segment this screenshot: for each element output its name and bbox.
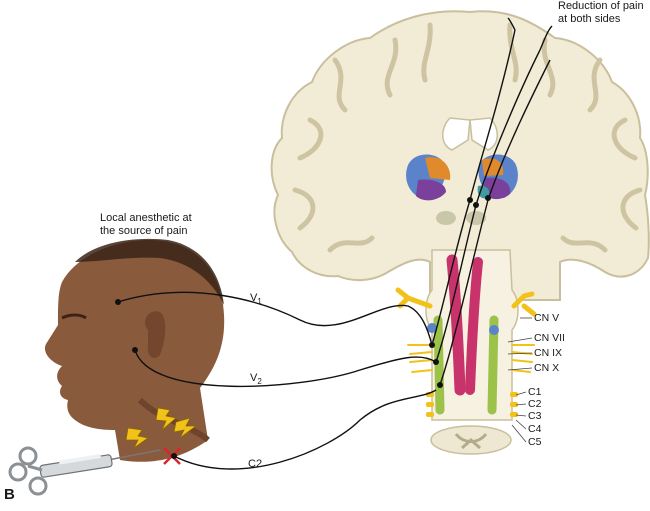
pain-bolt-3 (173, 417, 198, 439)
annotation-left-line-1: Local anesthetic at (100, 212, 192, 224)
cortex-gyri (292, 22, 643, 253)
thalamus-left-orange (425, 157, 451, 180)
label-c1: C1 (528, 386, 542, 398)
label-c2: C2 (528, 398, 542, 410)
tract-green-left (433, 315, 445, 415)
nerve-rootlets-right (511, 344, 535, 373)
annotation-local-anesthetic: Local anesthetic at the source of pain (100, 212, 192, 238)
tract-green-right (487, 315, 499, 415)
lateral-ventricles (442, 117, 498, 151)
nerve-root-cn-v-left (395, 287, 433, 309)
nerve-rootlets-left (407, 344, 433, 373)
label-c4: C4 (528, 423, 542, 435)
subthalamic-nucleus-left (436, 211, 456, 225)
neck-shade (137, 397, 210, 443)
subthalamic-nucleus-right (466, 211, 486, 225)
label-v2: V2 (250, 372, 262, 386)
thalamus-left-purple (416, 179, 446, 201)
nucleus-blue-left (427, 323, 437, 333)
syringe-ring-mid (8, 462, 28, 482)
pathway-dots (115, 195, 491, 459)
nucleus-blue-right (489, 325, 499, 335)
pathway-v1 (117, 291, 433, 346)
label-leader-lines (507, 317, 533, 443)
label-cn-v: CN V (534, 312, 560, 324)
syringe-icon (8, 446, 161, 496)
label-cn-vii: CN VII (534, 332, 565, 344)
thalamus-right-teal (477, 185, 490, 199)
label-c5: C5 (528, 436, 542, 448)
brain-coronal-section (270, 10, 650, 455)
label-c2-nerve: C2 (248, 458, 263, 470)
label-v1: V1 (250, 292, 262, 306)
annotation-line-2: at both sides (558, 13, 621, 25)
label-cn-x: CN X (534, 362, 560, 374)
tract-magenta-right (465, 257, 483, 395)
hair (75, 238, 224, 305)
pain-bolt-1 (155, 407, 177, 431)
tract-magenta-left (446, 254, 466, 396)
pain-bolts (125, 407, 198, 449)
ear (145, 311, 166, 359)
annotation-reduction-of-pain: Reduction of pain at both sides (558, 0, 644, 26)
spinal-grey-matter (454, 432, 488, 450)
nerve-root-cn-v-right (511, 291, 537, 317)
label-cn-ix: CN IX (534, 347, 563, 359)
pathway-v2 (134, 349, 437, 388)
label-c3: C3 (528, 410, 542, 422)
syringe-ring-top (18, 446, 38, 466)
annotation-line-1: Reduction of pain (558, 0, 644, 12)
annotation-left-line-2: the source of pain (100, 225, 188, 237)
pain-bolt-2 (125, 427, 149, 449)
pathway-c2 (173, 389, 437, 470)
syringe-ring-bottom (28, 476, 48, 496)
cortex-projection (507, 17, 553, 51)
eye-brow (61, 313, 87, 320)
syringe-needle (107, 449, 161, 461)
panel-letter: B (4, 486, 15, 503)
